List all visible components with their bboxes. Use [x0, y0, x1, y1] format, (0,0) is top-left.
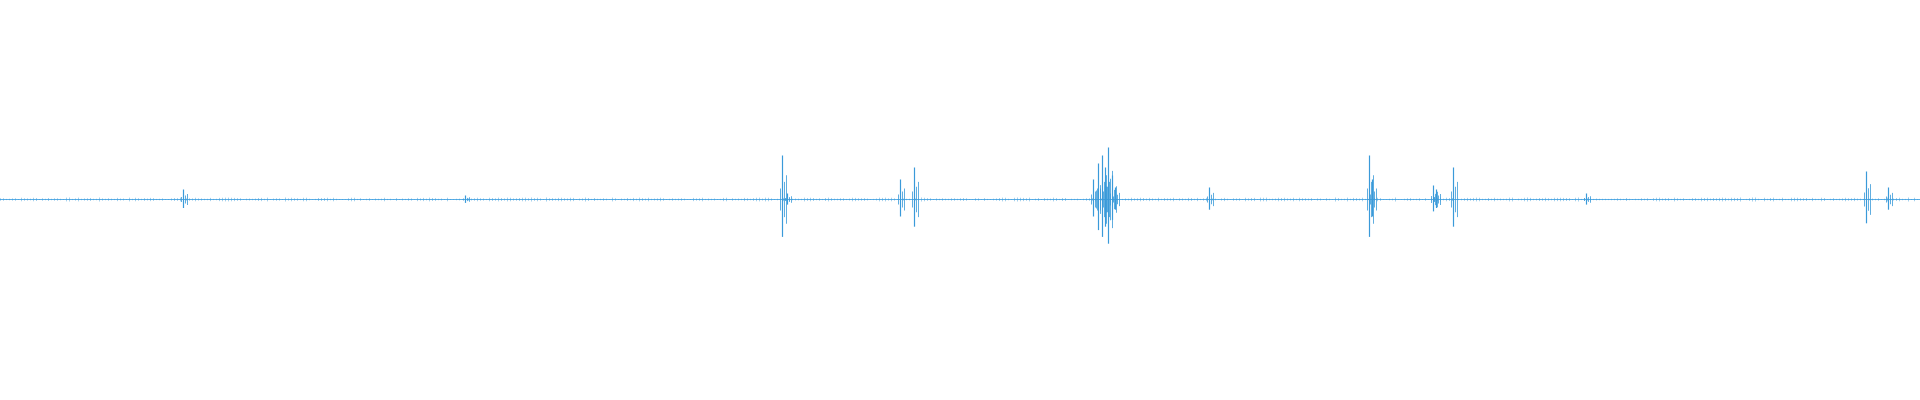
waveform-noise-floor [0, 197, 1918, 202]
waveform-peaks [181, 147, 1893, 244]
